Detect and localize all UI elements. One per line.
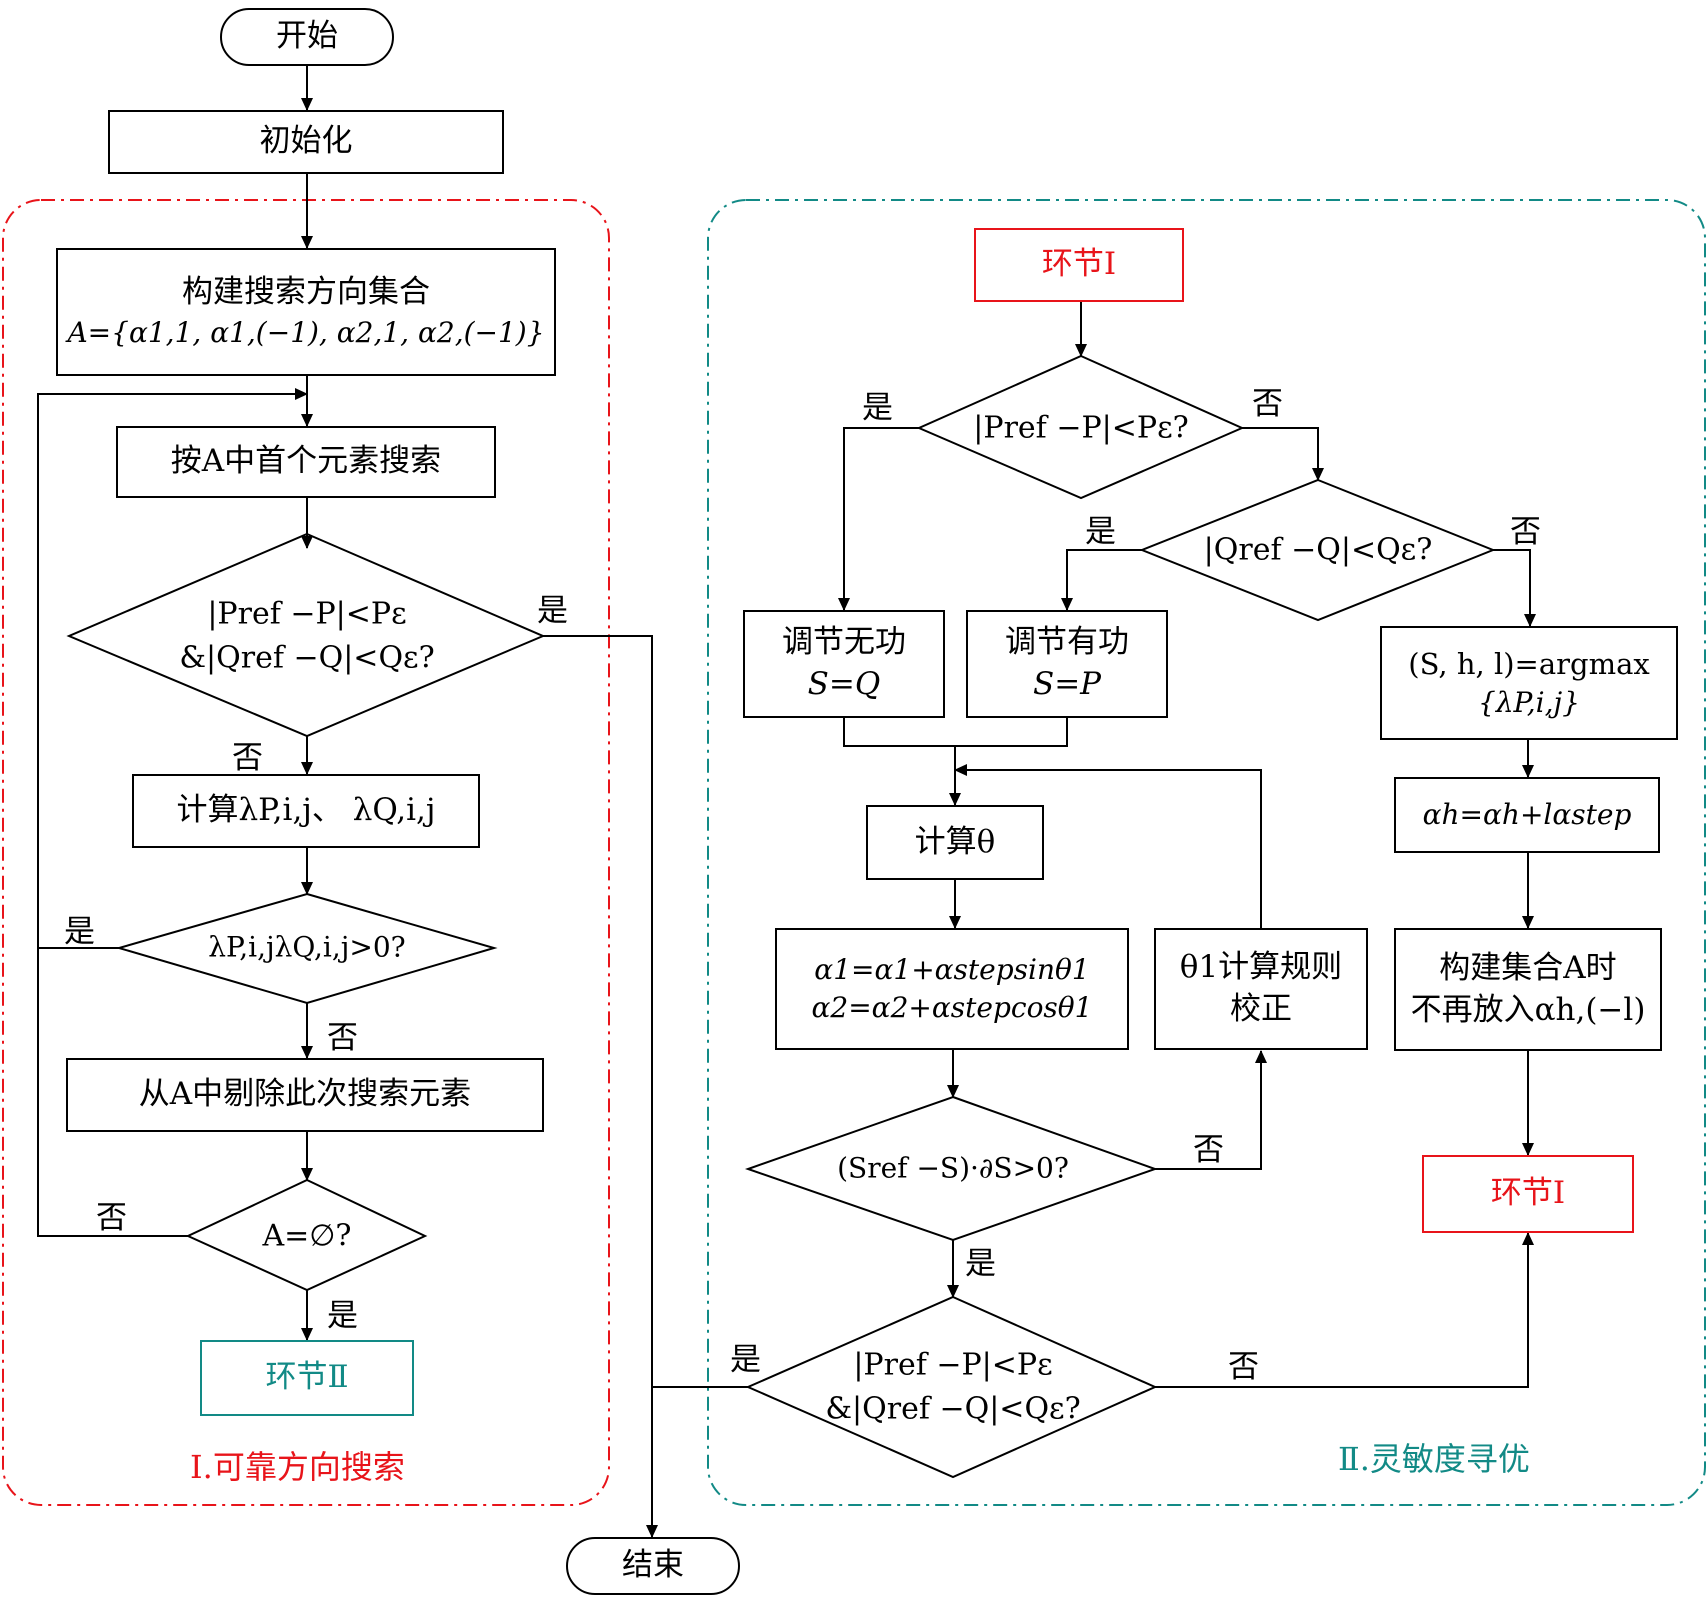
region2-caption: Ⅱ.灵敏度寻优	[1338, 1440, 1530, 1478]
build-set-node: 构建搜索方向集合 A={α1,1, α1,(−1), α2,1, α2,(−1)…	[56, 248, 556, 376]
argmax-line1: (S, h, l)=argmax	[1408, 646, 1650, 681]
update-alpha-line1: α1=α1+αstepsinθ1	[814, 953, 1090, 987]
final-check-diamond	[745, 1295, 1158, 1479]
build-set-line1: 构建搜索方向集合	[182, 274, 430, 311]
edge-qcheck-no	[1493, 549, 1536, 627]
p-check-label: |Pref −P|<Pε?	[973, 410, 1189, 446]
start-label: 开始	[276, 18, 338, 55]
edge-final-no	[1155, 1232, 1534, 1388]
label-empty-no: 否	[96, 1200, 127, 1236]
no-readd-line2: 不再放入αh,(−l)	[1410, 991, 1646, 1028]
label-check-no: 否	[232, 740, 263, 776]
edge-adjq-merge	[843, 718, 955, 747]
label-empty-yes: 是	[327, 1298, 358, 1334]
adjust-q-line2: S=Q	[807, 666, 881, 702]
calc-theta-label: 计算θ	[914, 823, 996, 860]
q-check-label: |Qref −Q|<Qε?	[1203, 532, 1433, 568]
link1-bottom-node: 环节Ⅰ	[1422, 1155, 1634, 1233]
correct-theta-line1: θ1计算规则	[1179, 949, 1343, 986]
no-readd-node: 构建集合A时 不再放入αh,(−l)	[1394, 928, 1662, 1051]
final-check-line2: &|Qref −Q|<Qε?	[825, 1391, 1081, 1426]
end-node: 结束	[566, 1537, 740, 1595]
sign-check-text: (Sref −S)·∂S>0?	[837, 1149, 1069, 1190]
init-label: 初始化	[259, 123, 353, 160]
q-check-diamond	[1139, 478, 1496, 622]
label-lambda-yes: 是	[64, 914, 95, 950]
p-check-text: |Pref −P|<Pε?	[973, 406, 1188, 450]
no-readd-line1: 构建集合A时	[1439, 949, 1617, 986]
lambda-product-label: λP,i,jλQ,i,j>0?	[208, 930, 406, 964]
label-sign-yes: 是	[965, 1246, 996, 1282]
label-pcheck-yes: 是	[862, 390, 893, 426]
remove-elem-label: 从A中剔除此次搜索元素	[138, 1076, 472, 1113]
label-qcheck-yes: 是	[1085, 514, 1116, 550]
link1-top-label: 环节Ⅰ	[1041, 246, 1117, 283]
q-check-text: |Qref −Q|<Qε?	[1204, 528, 1433, 572]
start-node: 开始	[220, 8, 394, 66]
calc-lambda-label: 计算λP,i,j、 λQ,i,j	[176, 792, 436, 829]
label-sign-no: 否	[1193, 1132, 1224, 1168]
set-empty-label: A=∅?	[262, 1218, 352, 1254]
edge-lambda-yes-loop	[37, 388, 308, 949]
edge-check-yes-end	[543, 635, 658, 1538]
calc-lambda-node: 计算λP,i,j、 λQ,i,j	[132, 774, 480, 848]
remove-elem-node: 从A中剔除此次搜索元素	[66, 1058, 544, 1132]
search-first-node: 按A中首个元素搜索	[116, 426, 496, 498]
label-final-no: 否	[1228, 1349, 1259, 1385]
adjust-p-line1: 调节有功	[1005, 624, 1129, 661]
region2-frame	[707, 199, 1706, 1506]
edge-pcheck-no	[1242, 427, 1324, 481]
link1-bottom-label: 环节Ⅰ	[1490, 1175, 1566, 1212]
sign-check-label: (Sref −S)·∂S>0?	[837, 1151, 1069, 1185]
label-pcheck-no: 否	[1252, 386, 1283, 422]
final-check-line1: |Pref −P|<Pε	[853, 1347, 1053, 1383]
correct-theta-node: θ1计算规则 校正	[1154, 928, 1368, 1050]
check-pq-line2: &|Qref −Q|<Qε?	[179, 640, 435, 675]
check-pq-line1: |Pref −P|<Pε	[207, 596, 407, 632]
edge-correct-back	[954, 764, 1262, 928]
final-check-text: |Pref −P|<Pε &|Qref −Q|<Qε?	[825, 1344, 1080, 1431]
adjust-p-line2: S=P	[1032, 666, 1102, 702]
argmax-line2: {λP,i,j}	[1478, 685, 1580, 719]
label-final-yes: 是	[730, 1342, 761, 1378]
link2-label: 环节Ⅱ	[265, 1359, 349, 1396]
edge-qcheck-yes	[1061, 549, 1142, 611]
end-label: 结束	[622, 1547, 684, 1584]
build-set-line2: A={α1,1, α1,(−1), α2,1, α2,(−1)}	[67, 316, 545, 350]
p-check-diamond	[916, 354, 1245, 500]
label-qcheck-no: 否	[1510, 514, 1541, 550]
link2-node: 环节Ⅱ	[200, 1340, 414, 1416]
adjust-q-line1: 调节无功	[782, 624, 906, 661]
correct-theta-line2: 校正	[1230, 991, 1292, 1027]
alpha-h-label: αh=αh+lαstep	[1422, 798, 1632, 832]
adjust-q-node: 调节无功 S=Q	[743, 610, 945, 718]
link1-top-node: 环节Ⅰ	[974, 228, 1184, 302]
update-alpha-node: α1=α1+αstepsinθ1 α2=α2+αstepcosθ1	[775, 928, 1129, 1050]
edge-adjp-merge	[955, 718, 1068, 747]
argmax-node: (S, h, l)=argmax {λP,i,j}	[1380, 626, 1678, 740]
update-alpha-line2: α2=α2+αstepcosθ1	[811, 991, 1093, 1024]
edge-sign-no	[1155, 1050, 1267, 1170]
check-pq-text: |Pref −P|<Pε &|Qref −Q|<Qε?	[179, 593, 434, 680]
set-empty-text: A=∅?	[262, 1214, 351, 1258]
edge-pcheck-yes	[838, 427, 919, 611]
init-node: 初始化	[108, 110, 504, 174]
alpha-h-node: αh=αh+lαstep	[1394, 777, 1660, 853]
label-lambda-no: 否	[327, 1020, 358, 1056]
search-first-label: 按A中首个元素搜索	[170, 443, 442, 480]
calc-theta-node: 计算θ	[866, 805, 1044, 880]
lambda-product-text: λP,i,jλQ,i,j>0?	[208, 928, 405, 969]
edge-empty-no-loop	[37, 948, 188, 1237]
label-check-yes: 是	[537, 593, 568, 629]
adjust-p-node: 调节有功 S=P	[966, 610, 1168, 718]
region1-caption: Ⅰ.可靠方向搜索	[190, 1448, 405, 1486]
